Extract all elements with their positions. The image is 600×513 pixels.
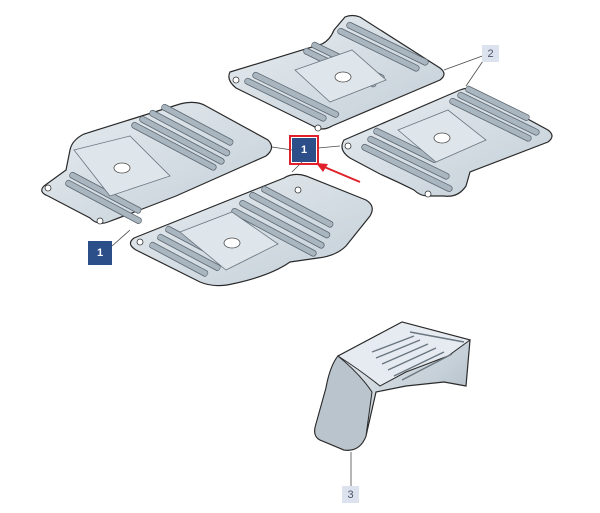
- callout-2[interactable]: 2: [482, 45, 499, 62]
- callout-3-label: 3: [347, 488, 354, 501]
- leader-line-1-right-c: [317, 145, 341, 149]
- leader-line-1-left: [111, 229, 131, 247]
- tunnel-mat[interactable]: [314, 321, 472, 451]
- leader-line-2-b: [465, 57, 486, 87]
- callout-1-left[interactable]: 1: [88, 241, 112, 265]
- front-floor-mat-left[interactable]: [41, 101, 273, 225]
- callout-1-left-label: 1: [96, 247, 104, 259]
- selection-arrow: [316, 163, 361, 183]
- callout-2-label: 2: [487, 47, 494, 60]
- leader-line-1-right-b: [291, 161, 303, 173]
- leader-line-2-a: [443, 54, 486, 71]
- rear-floor-mat-left[interactable]: [228, 14, 445, 132]
- callout-3[interactable]: 3: [342, 486, 359, 503]
- callout-1-right-label: 1: [300, 144, 308, 156]
- leader-line-1-right-a: [271, 146, 293, 151]
- front-floor-mat-right[interactable]: [129, 173, 373, 287]
- rear-floor-mat-right[interactable]: [341, 84, 553, 198]
- leader-lines: [111, 54, 486, 486]
- callout-1-right[interactable]: 1: [289, 135, 319, 165]
